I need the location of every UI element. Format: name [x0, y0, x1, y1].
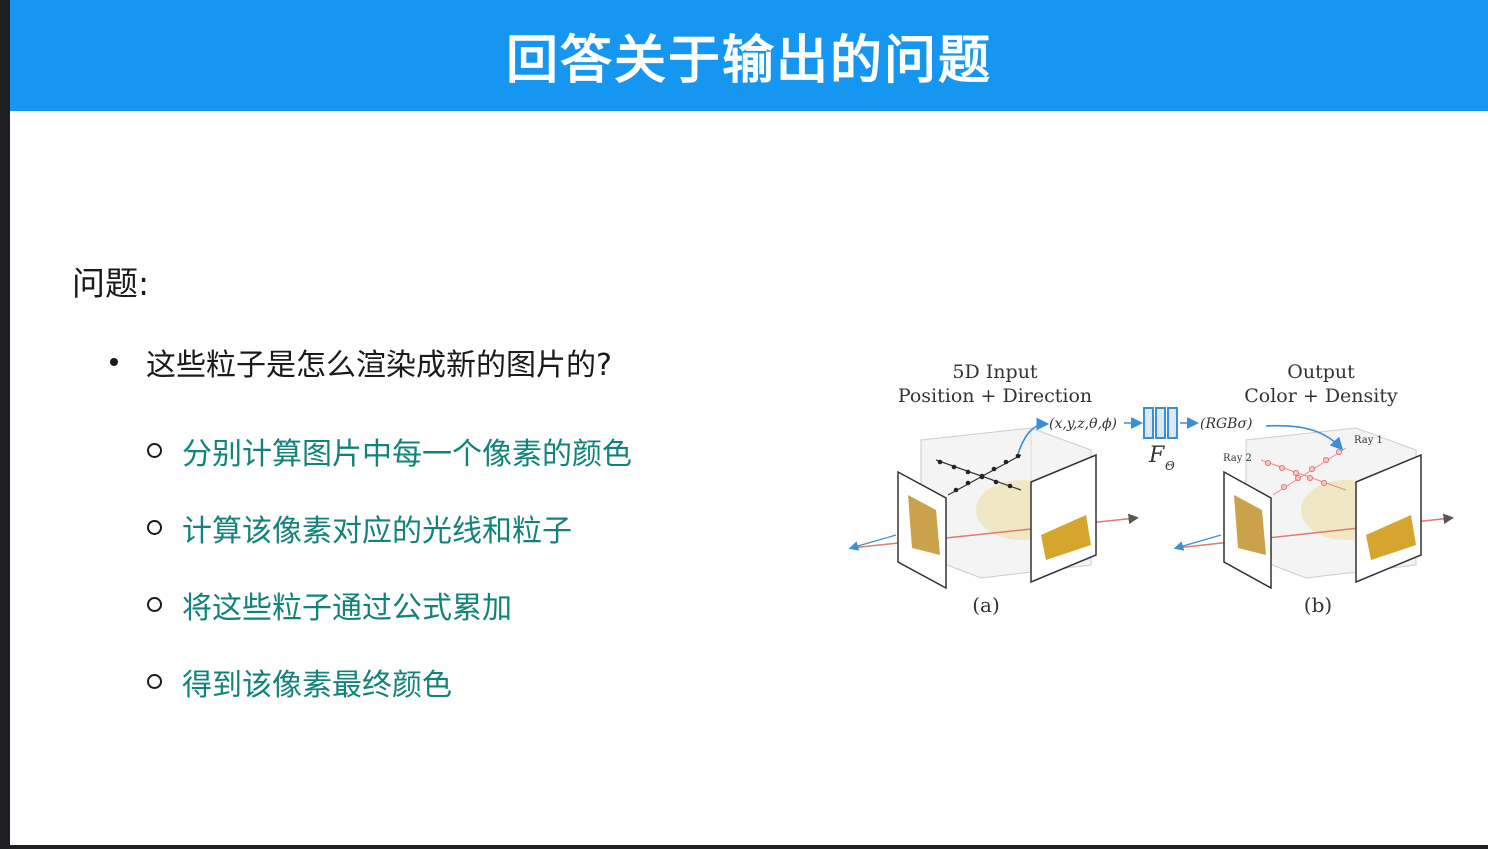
scene-b	[1173, 424, 1454, 590]
sub-bullet-list: 分别计算图片中每一个像素的颜色 计算该像素对应的光线和粒子 将这些粒子通过公式累…	[147, 412, 632, 720]
network-label: F	[1148, 443, 1165, 468]
hollow-circle-bullet-icon	[147, 443, 162, 458]
output-vars: (RGBσ)	[1200, 416, 1253, 432]
sub-bullet: 分别计算图片中每一个像素的颜色	[147, 412, 632, 489]
network-subscript: Θ	[1165, 459, 1175, 473]
sub-bullet: 将这些粒子通过公式累加	[147, 566, 632, 643]
scene-a	[848, 417, 1139, 590]
output-title: Output	[1287, 361, 1355, 383]
slide: 回答关于输出的问题 问题: 这些粒子是怎么渲染成新的图片的? 分别计算图片中每一…	[10, 0, 1488, 845]
input-title: 5D Input	[952, 361, 1038, 383]
input-subtitle: Position + Direction	[898, 385, 1092, 407]
hollow-circle-bullet-icon	[147, 520, 162, 535]
network-block	[1143, 407, 1178, 439]
nerf-diagram-svg: 5D Input Position + Direction Output Col…	[848, 361, 1454, 617]
sub-bullet-text: 分别计算图片中每一个像素的颜色	[182, 436, 632, 472]
bullet-dot-icon	[110, 358, 118, 366]
sub-bullet-text: 将这些粒子通过公式累加	[182, 590, 512, 626]
caption-a: (a)	[972, 593, 1000, 617]
hollow-circle-bullet-icon	[147, 597, 162, 612]
caption-b: (b)	[1304, 593, 1332, 617]
hollow-circle-bullet-icon	[147, 674, 162, 689]
nerf-diagram: 5D Input Position + Direction Output Col…	[836, 350, 1456, 630]
sub-bullet-text: 得到该像素最终颜色	[182, 667, 452, 703]
output-subtitle: Color + Density	[1244, 385, 1398, 407]
sub-bullet: 计算该像素对应的光线和粒子	[147, 489, 632, 566]
slide-title: 回答关于输出的问题	[505, 31, 992, 91]
input-vars: (x,y,z,θ,ϕ)	[1049, 416, 1117, 432]
main-bullet-text: 这些粒子是怎么渲染成新的图片的?	[146, 348, 612, 383]
slide-header: 回答关于输出的问题	[10, 0, 1488, 111]
sub-bullet-text: 计算该像素对应的光线和粒子	[182, 513, 572, 549]
ray2-label: Ray 2	[1223, 453, 1252, 464]
sub-bullet: 得到该像素最终颜色	[147, 643, 632, 720]
question-label: 问题:	[72, 264, 150, 303]
main-bullet: 这些粒子是怎么渲染成新的图片的?	[110, 340, 612, 384]
ray1-label: Ray 1	[1354, 435, 1383, 446]
